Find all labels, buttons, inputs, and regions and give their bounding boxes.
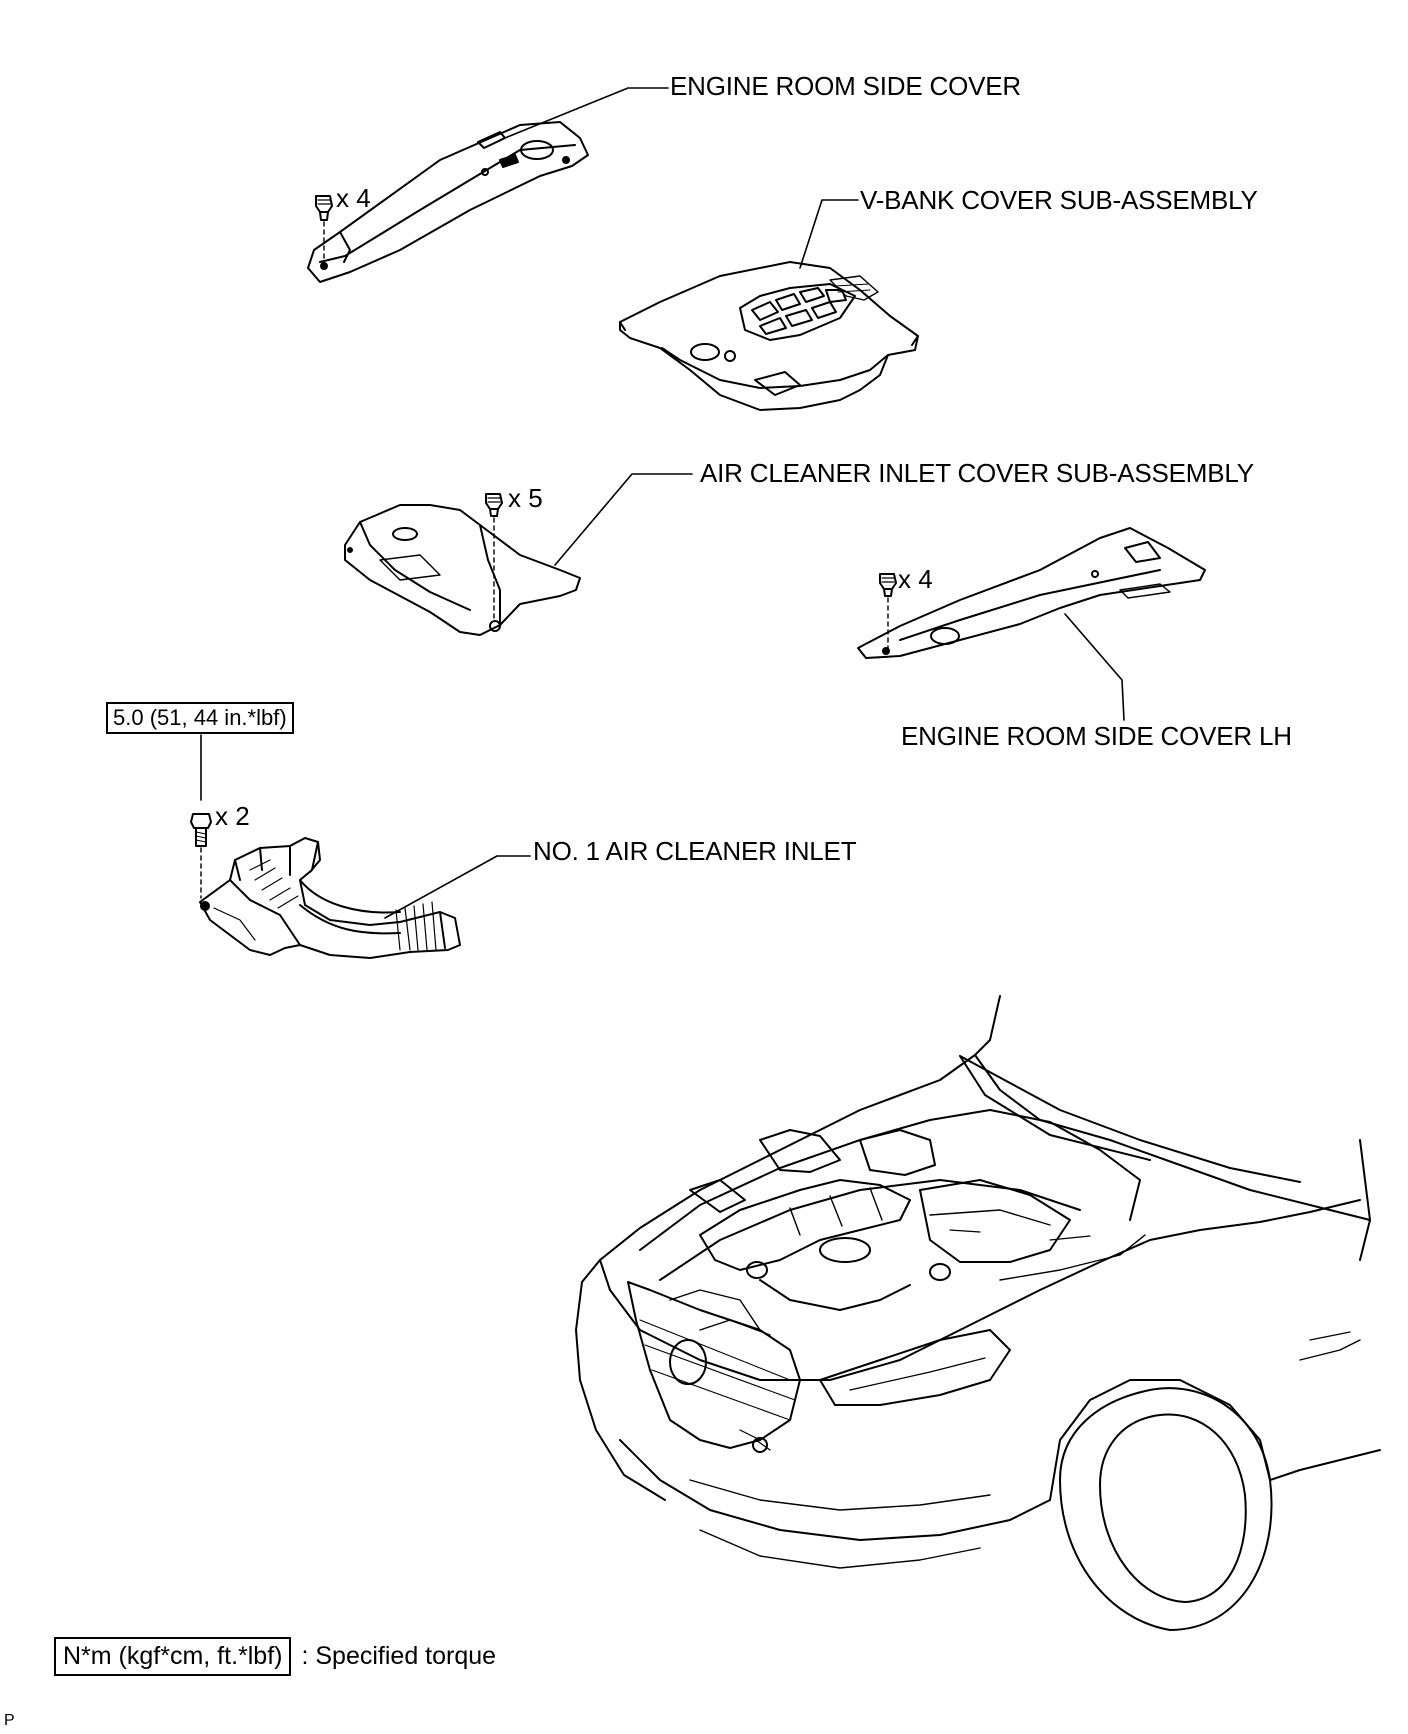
- label-no1-air-cleaner-inlet: NO. 1 AIR CLEANER INLET: [533, 836, 857, 866]
- label-v-bank-cover: V-BANK COVER SUB-ASSEMBLY: [860, 185, 1258, 215]
- side-cover-clip-icon: [315, 195, 333, 263]
- engine-room-side-cover-lh-part: [857, 527, 1206, 659]
- leader-side-cover: [499, 87, 669, 141]
- label-engine-room-side-cover-lh: ENGINE ROOM SIDE COVER LH: [901, 721, 1292, 751]
- label-air-cleaner-inlet-cover: AIR CLEANER INLET COVER SUB-ASSEMBLY: [700, 458, 1254, 488]
- qty-inlet-bolts: x 2: [215, 801, 250, 831]
- qty-side-cover-lh-clips: x 4: [898, 564, 933, 594]
- leader-side-cover-lh: [1064, 613, 1125, 721]
- qty-side-cover-clips: x 4: [336, 183, 371, 213]
- legend-description: : Specified torque: [301, 1642, 497, 1670]
- inlet-cover-clip-icon: [485, 493, 503, 623]
- page-marker: P: [4, 1712, 15, 1729]
- leader-inlet-cover: [554, 473, 693, 566]
- v-bank-cover-part: [619, 261, 919, 411]
- leader-v-bank-cover: [799, 199, 859, 269]
- leader-air-cleaner-inlet: [384, 855, 531, 919]
- torque-spec-box: 5.0 (51, 44 in.*lbf): [106, 702, 294, 734]
- vehicle-front-illustration: [575, 995, 1381, 1631]
- qty-inlet-cover-clips: x 5: [508, 483, 543, 513]
- side-cover-lh-clip-icon: [879, 573, 897, 649]
- engine-room-side-cover-part: [307, 121, 589, 283]
- torque-legend: N*m (kgf*cm, ft.*lbf) : Specified torque: [54, 1637, 496, 1676]
- no1-air-cleaner-inlet-part: [199, 837, 461, 959]
- air-cleaner-inlet-cover-part: [344, 504, 581, 636]
- inlet-bolt-icon: [190, 813, 212, 899]
- label-engine-room-side-cover: ENGINE ROOM SIDE COVER: [670, 71, 1021, 101]
- legend-unit-box: N*m (kgf*cm, ft.*lbf): [54, 1637, 292, 1676]
